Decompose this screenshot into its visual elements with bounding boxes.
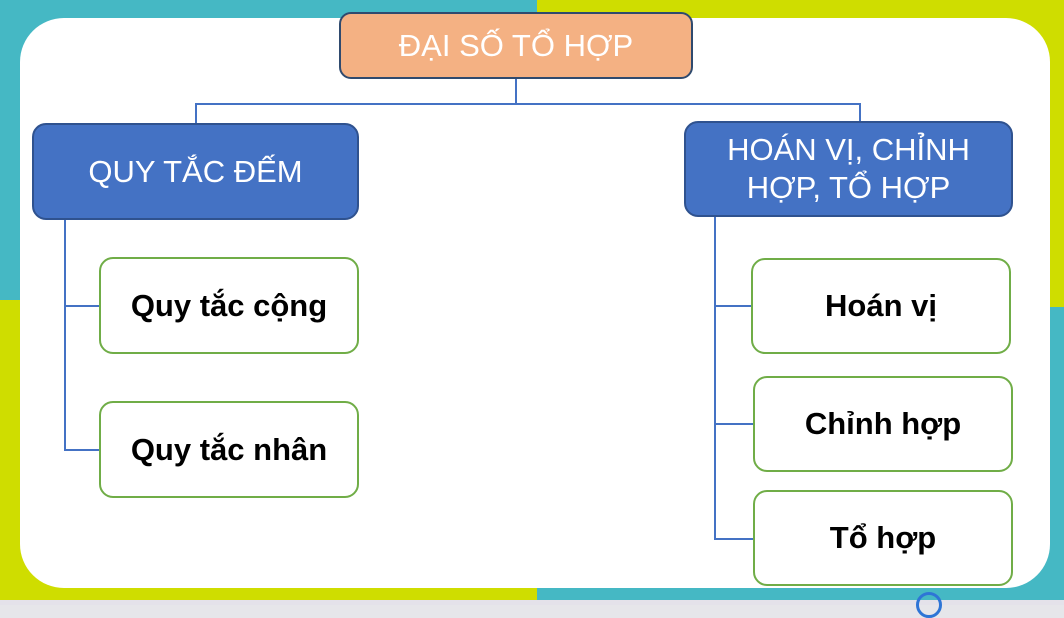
connector-horizontal	[195, 103, 861, 105]
bottom-bar	[0, 600, 1064, 605]
category-node-label: QUY TẮC ĐẾM	[88, 153, 303, 189]
connector-left-down	[195, 103, 197, 125]
leaf-node-label: Chỉnh hợp	[804, 406, 962, 441]
connector-left-child-2	[64, 449, 100, 451]
leaf-node-combination: Tổ hợp	[753, 490, 1013, 586]
leaf-node-label: Quy tắc cộng	[130, 287, 328, 323]
leaf-node-permutation: Hoán vị	[751, 258, 1011, 354]
leaf-node-addition-rule: Quy tắc cộng	[99, 257, 359, 354]
connector-right-down	[859, 103, 861, 123]
leaf-node-multiplication-rule: Quy tắc nhân	[99, 401, 359, 498]
connector-left-child-1	[64, 305, 100, 307]
category-node-counting-rules: QUY TẮC ĐẾM	[32, 123, 359, 220]
connector-right-child-2	[714, 423, 754, 425]
connector-root-down	[515, 79, 517, 104]
connector-right-child-1	[714, 305, 752, 307]
category-node-label-line-2: HỢP, TỔ HỢP	[746, 170, 951, 205]
leaf-node-label: Quy tắc nhân	[130, 431, 328, 467]
connector-right-child-3	[714, 538, 754, 540]
category-node-permutations-combinations: HOÁN VỊ, CHỈNH HỢP, TỔ HỢP	[684, 121, 1013, 217]
leaf-node-label: Tổ hợp	[829, 520, 937, 555]
root-node-label: ĐẠI SỐ TỔ HỢP	[398, 27, 634, 63]
root-node: ĐẠI SỐ TỔ HỢP	[339, 12, 693, 79]
decorative-circle-icon	[916, 592, 942, 618]
leaf-node-label: Hoán vị	[825, 288, 937, 323]
connector-right-spine	[714, 216, 716, 539]
connector-left-spine	[64, 218, 66, 451]
leaf-node-arrangement: Chỉnh hợp	[753, 376, 1013, 472]
category-node-label-line-1: HOÁN VỊ, CHỈNH	[727, 132, 970, 167]
